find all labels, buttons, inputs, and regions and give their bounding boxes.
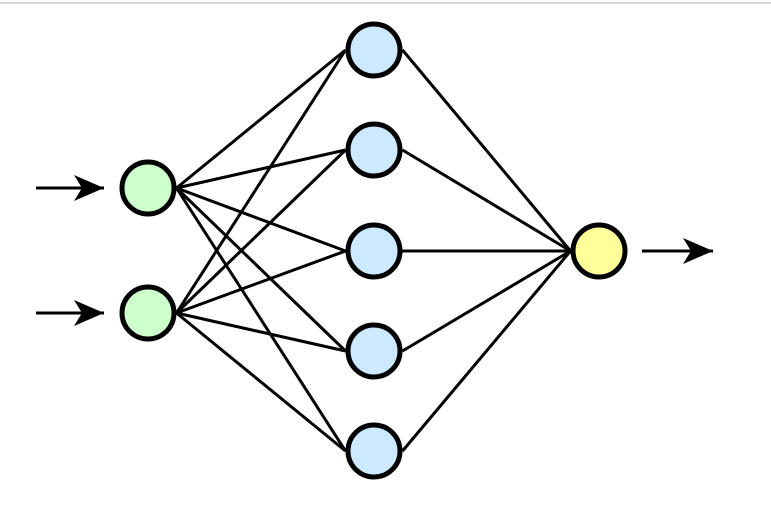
input-node-1 bbox=[119, 159, 177, 217]
edge-hidden-node-4-to-output-node-1 bbox=[401, 249, 572, 353]
edge-input-node-1-to-hidden-node-5 bbox=[175, 187, 347, 452]
output-node-1 bbox=[570, 222, 628, 280]
edge-input-node-2-to-hidden-node-2 bbox=[175, 148, 347, 315]
edge-hidden-node-1-to-output-node-1 bbox=[401, 49, 572, 252]
hidden-node-3 bbox=[345, 222, 403, 280]
hidden-node-1 bbox=[345, 21, 403, 79]
edge-hidden-node-2-to-output-node-1 bbox=[401, 148, 572, 253]
edge-input-node-1-to-hidden-node-4 bbox=[175, 186, 347, 353]
edge-input-node-1-to-hidden-node-3 bbox=[175, 186, 347, 253]
edge-hidden-node-5-to-output-node-1 bbox=[401, 250, 572, 452]
edge-input-node-2-to-hidden-node-4 bbox=[176, 311, 346, 353]
edge-input-node-2-to-hidden-node-5 bbox=[175, 311, 347, 453]
edge-input-node-1-to-hidden-node-1 bbox=[175, 48, 347, 190]
edge-input-node-2-to-hidden-node-3 bbox=[175, 249, 347, 315]
edge-input-node-1-to-hidden-node-2 bbox=[176, 148, 346, 190]
nodes-group bbox=[119, 21, 628, 480]
hidden-node-5 bbox=[345, 422, 403, 480]
edge-input-node-2-to-hidden-node-1 bbox=[175, 49, 347, 314]
arrows-group bbox=[36, 175, 713, 326]
hidden-node-2 bbox=[345, 121, 403, 179]
edges-group bbox=[175, 48, 572, 453]
input-node-2 bbox=[119, 284, 177, 342]
hidden-node-4 bbox=[345, 322, 403, 380]
top-border-line bbox=[0, 2, 771, 4]
